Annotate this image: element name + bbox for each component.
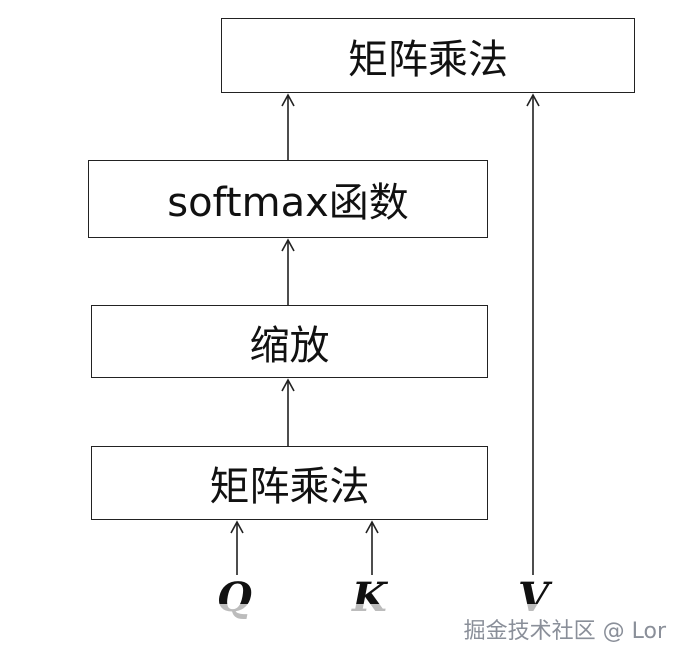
arrow-q-to-matmul	[230, 520, 244, 575]
arrow-softmax-to-top-matmul	[281, 93, 295, 160]
top-matmul-box: 矩阵乘法	[221, 18, 635, 93]
scale-label: 缩放	[249, 322, 330, 369]
arrow-matmul-to-scale	[281, 378, 295, 446]
arrow-k-to-matmul	[365, 520, 379, 575]
bottom-matmul-label: 矩阵乘法	[209, 464, 370, 510]
bottom-matmul-box: 矩阵乘法	[91, 446, 488, 520]
scale-box: 缩放	[91, 305, 488, 378]
softmax-label: softmax函数	[167, 180, 409, 226]
arrow-scale-to-softmax	[281, 238, 295, 305]
watermark-banner: 掘金技术社区 @ Lor	[72, 604, 684, 644]
softmax-box: softmax函数	[88, 160, 488, 238]
top-matmul-label: 矩阵乘法	[348, 36, 508, 83]
watermark-text: 掘金技术社区 @ Lor	[463, 619, 666, 644]
arrow-v-to-top-matmul	[526, 93, 540, 575]
